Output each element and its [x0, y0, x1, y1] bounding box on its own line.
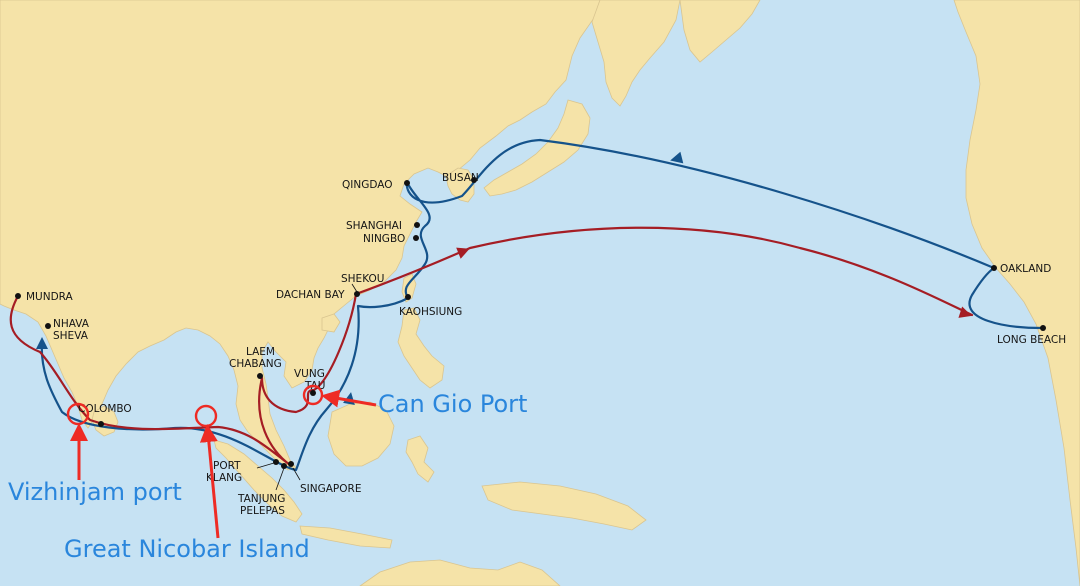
- leader-port-klang: [256, 462, 275, 469]
- hainan: [321, 313, 341, 333]
- route-arrow-blue-india: [36, 337, 48, 349]
- port-dot-long-beach: [1040, 325, 1046, 331]
- port-label-oakland: OAKLAND: [1000, 263, 1051, 275]
- sulawesi: [405, 435, 435, 483]
- port-label-shekou: SHEKOU: [341, 273, 384, 285]
- north-america: [953, 0, 1080, 586]
- port-dot-busan: [471, 177, 477, 183]
- java: [299, 525, 393, 549]
- leader-singapore: [292, 467, 301, 481]
- port-label-dachan-bay: DACHAN BAY: [276, 289, 345, 301]
- philippines: [397, 307, 445, 389]
- port-label-tanjung: TANJUNG: [237, 493, 285, 505]
- route-blue: [40, 138, 1044, 472]
- route-arrow-red-us: [958, 306, 972, 318]
- port-label-busan: BUSAN: [442, 172, 479, 184]
- port-label-ningbo: NINGBO: [363, 233, 405, 245]
- port-label-kaohsiung: KAOHSIUNG: [399, 306, 462, 318]
- route-arrow-blue-pacific: [670, 151, 684, 164]
- port-label-long-beach: LONG BEACH: [997, 334, 1066, 346]
- port-dot-port-klang: [273, 459, 279, 465]
- port-label-pelepas: PELEPAS: [240, 505, 285, 517]
- port-dot-laem-chabang: [257, 373, 263, 379]
- alaska-coast: [679, 0, 761, 63]
- route-red: [9, 226, 974, 467]
- siberia-coast: [591, 0, 681, 107]
- label-vizhinjam: Vizhinjam port: [8, 478, 182, 506]
- port-dot-kaohsiung: [405, 294, 411, 300]
- port-dot-oakland: [991, 265, 997, 271]
- port-label-vung: VUNG: [294, 368, 325, 380]
- leader-tanjung: [275, 467, 285, 491]
- port-label-laem: LAEM: [246, 346, 275, 358]
- port-label-qingdao: QINGDAO: [342, 179, 393, 191]
- route-arrow-red-east: [456, 247, 470, 259]
- port-dot-dachan-bay: [354, 291, 360, 297]
- port-dot-mundra: [15, 293, 21, 299]
- japan: [483, 99, 591, 197]
- new-guinea: [481, 481, 647, 531]
- port-dot-shanghai: [414, 222, 420, 228]
- port-label-sheva: SHEVA: [53, 330, 89, 342]
- arrow-can-gio: [321, 389, 377, 408]
- port-label-klang: KLANG: [206, 472, 242, 484]
- port-label-nhava: NHAVA: [53, 318, 90, 330]
- port-dots: [15, 177, 1046, 469]
- port-dot-ningbo: [413, 235, 419, 241]
- port-dot-tanjung-pelepas: [281, 463, 287, 469]
- port-label-port: PORT: [213, 460, 241, 472]
- port-dot-vung-tau: [310, 390, 316, 396]
- port-label-chabang: CHABANG: [229, 358, 282, 370]
- label-great-nicobar: Great Nicobar Island: [64, 535, 310, 563]
- korea: [445, 167, 475, 203]
- port-dot-singapore: [288, 461, 294, 467]
- label-can-gio: Can Gio Port: [378, 390, 527, 418]
- arrow-great-nicobar: [199, 424, 220, 539]
- port-dot-colombo: [98, 421, 104, 427]
- port-dot-qingdao: [404, 180, 410, 186]
- leader-lines: [256, 283, 358, 491]
- port-dot-nhava-sheva: [45, 323, 51, 329]
- port-label-mundra: MUNDRA: [26, 291, 74, 303]
- sumatra: [213, 439, 303, 523]
- port-label-singapore: SINGAPORE: [300, 483, 361, 495]
- leader-shekou: [351, 283, 358, 293]
- australia: [359, 559, 561, 586]
- port-label-colombo: COLOMBO: [78, 403, 132, 415]
- port-label-shanghai: SHANGHAI: [346, 220, 402, 232]
